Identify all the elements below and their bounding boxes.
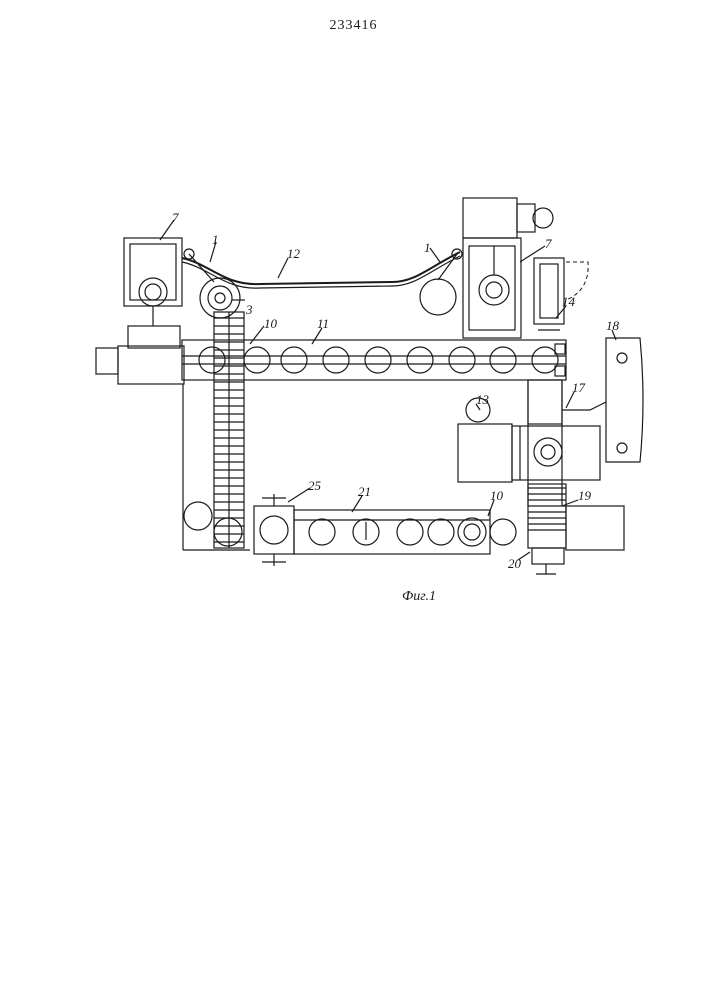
spring-mechanism	[528, 484, 624, 574]
lower-conveyor	[294, 510, 516, 554]
callout-12: 12	[287, 246, 301, 261]
left-drive-unit	[96, 238, 184, 384]
callout-19: 19	[578, 488, 592, 503]
callout-17: 17	[572, 380, 586, 395]
callout-1-left: 1	[212, 232, 219, 247]
clamp-unit-25	[254, 494, 294, 566]
callout-20: 20	[508, 556, 522, 571]
callout-7-left: 7	[172, 210, 179, 225]
callout-10-top: 10	[264, 316, 278, 331]
right-column	[528, 380, 606, 506]
callout-3: 3	[245, 302, 253, 317]
callout-7-right: 7	[545, 236, 552, 251]
callout-10-bottom: 10	[490, 488, 504, 503]
left-frame	[183, 384, 250, 550]
callout-11: 11	[317, 316, 329, 331]
callout-1-right: 1	[424, 240, 431, 255]
vertical-rack	[214, 312, 244, 548]
callout-18: 18	[606, 318, 620, 333]
callout-21: 21	[358, 484, 371, 499]
cabinet-18	[606, 338, 643, 462]
figure-caption: Фиг.1	[402, 589, 436, 604]
callout-25: 25	[308, 478, 322, 493]
callout-13: 13	[476, 392, 490, 407]
callout-14: 14	[562, 294, 576, 309]
